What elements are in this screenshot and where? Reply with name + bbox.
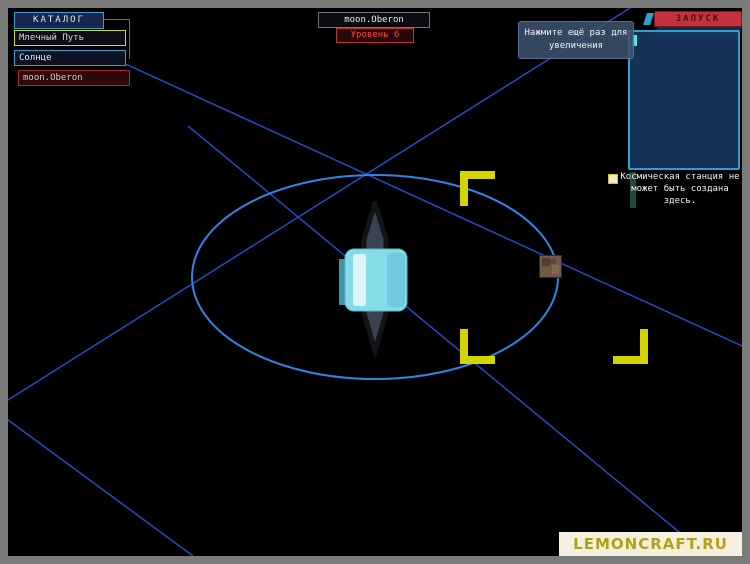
catalog-header[interactable]: КАТАЛОГ — [14, 12, 104, 29]
catalog-item-galaxy[interactable]: Млечный Путь — [14, 30, 126, 46]
station-pixel — [552, 265, 559, 274]
panel-accent-strip — [630, 172, 636, 208]
station-warning-icon — [608, 174, 618, 184]
station-pixel — [542, 258, 550, 266]
planet-highlight — [353, 254, 366, 306]
selected-body-name: moon.Oberon — [318, 12, 430, 28]
orbit-line — [8, 8, 631, 401]
planet-oberon-sprite[interactable] — [331, 201, 419, 359]
warning-text: Космическая станция не может быть создан… — [620, 172, 740, 207]
selection-bracket-bottom-right — [613, 329, 648, 364]
selection-bracket-bottom-left — [460, 329, 495, 364]
catalog-connector-line-h — [104, 19, 129, 20]
catalog-connector-line-v — [129, 19, 130, 59]
selection-bracket-top-left — [460, 171, 495, 206]
info-panel — [628, 30, 740, 170]
orbit-line — [8, 419, 194, 556]
station-warning: Космическая станция не может быть создан… — [608, 171, 742, 207]
zoom-tooltip: Нажмите ещё раз для увеличения — [518, 21, 634, 60]
panel-accent-icon — [632, 35, 637, 46]
station-marker[interactable] — [539, 255, 562, 278]
star-map-canvas[interactable]: КАТАЛОГ Млечный Путь Солнце moon.Oberon … — [8, 8, 742, 556]
catalog-item-star[interactable]: Солнце — [14, 50, 126, 66]
orbit-line — [187, 125, 709, 556]
watermark: LEMONCRAFT.RU — [559, 532, 742, 556]
station-pixel — [550, 259, 556, 264]
selected-body-level: Уровень 6 — [336, 28, 414, 43]
orbit-line — [107, 55, 742, 347]
launch-button[interactable]: ЗАПУСК — [654, 11, 742, 27]
catalog-item-moon[interactable]: moon.Oberon — [18, 70, 130, 86]
planet-shade — [387, 253, 405, 307]
